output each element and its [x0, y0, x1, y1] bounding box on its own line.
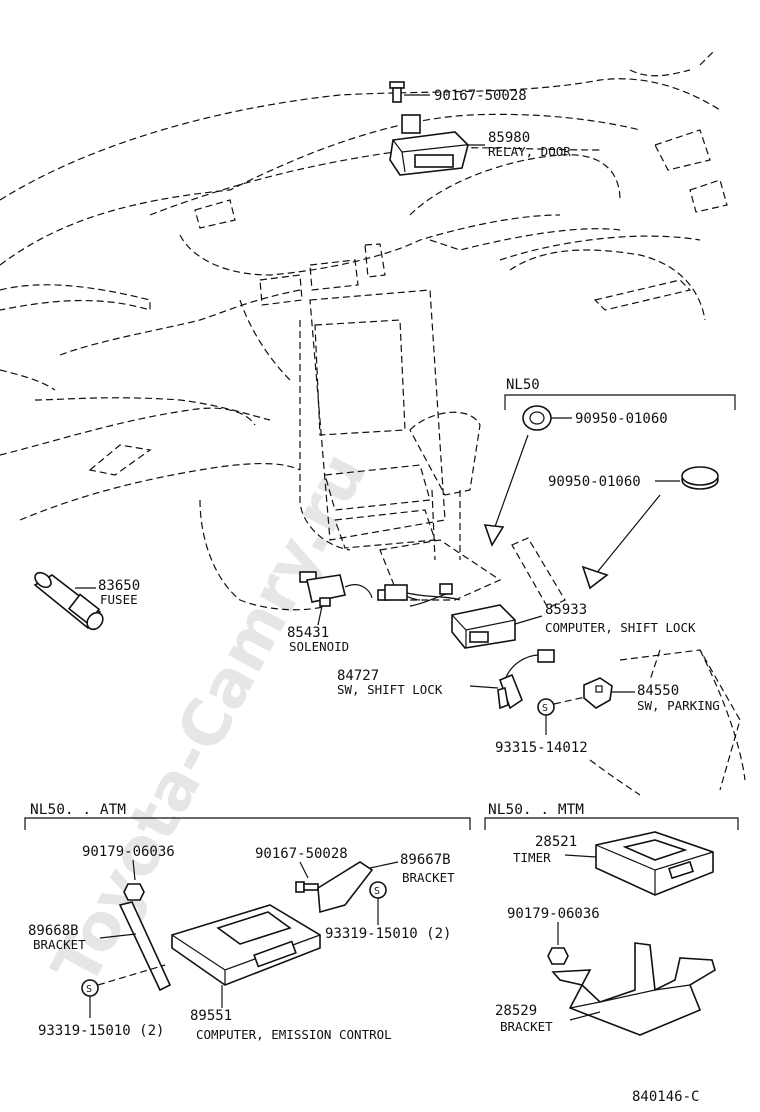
svg-text:S: S	[542, 703, 548, 714]
nl50-bracket-line	[504, 394, 736, 410]
part-number-89668b: 89668B	[28, 923, 79, 939]
part-number-90179-06036-mtm: 90179-06036	[507, 906, 600, 922]
part-number-84727: 84727	[337, 668, 379, 684]
leader-84727	[469, 685, 499, 689]
part-name-85980: RELAY, DOOR	[488, 144, 571, 159]
part-name-85431: SOLENOID	[289, 639, 349, 654]
nut-icon	[123, 883, 145, 901]
sw-shift-lock-part	[497, 649, 555, 710]
part-number-28521: 28521	[535, 834, 577, 850]
screw-icon: S	[81, 979, 99, 997]
leader-screw-dashed	[553, 696, 586, 705]
part-number-89551: 89551	[190, 1008, 232, 1024]
part-number-83650: 83650	[98, 578, 140, 594]
part-number-28529: 28529	[495, 1003, 537, 1019]
part-number-90167-50028-atm: 90167-50028	[255, 846, 348, 862]
leader-85933	[514, 615, 543, 625]
part-number-85980: 85980	[488, 130, 530, 146]
part-name-28529: BRACKET	[500, 1019, 553, 1034]
sw-parking-part	[583, 677, 613, 709]
arrowhead-icon	[483, 524, 505, 547]
part-number-90167-50028-top: 90167-50028	[434, 88, 527, 104]
grommet-icon-b	[681, 466, 719, 490]
leader-28521	[564, 854, 597, 858]
nut-icon	[547, 947, 569, 965]
timer-part	[595, 831, 714, 896]
bolt-icon	[389, 81, 405, 103]
grommet-icon-a	[522, 405, 552, 431]
section-nl50: NL50	[506, 377, 540, 393]
part-number-90950-01060-a: 90950-01060	[575, 411, 668, 427]
svg-text:S: S	[374, 886, 380, 897]
part-number-93319-15010-left: 93319-15010 (2)	[38, 1023, 164, 1039]
watermark: Toyota-Camry.ru	[39, 441, 382, 997]
wire-harness	[377, 583, 461, 607]
leader-90179-atm	[132, 859, 136, 881]
leader-85431	[317, 605, 323, 626]
bracket-28529-part	[551, 942, 716, 1036]
part-number-84550: 84550	[637, 683, 679, 699]
part-number-93319-15010-right: 93319-15010 (2)	[325, 926, 451, 942]
part-number-85933: 85933	[545, 602, 587, 618]
part-name-84727: SW, SHIFT LOCK	[337, 682, 443, 697]
part-name-89667b: BRACKET	[402, 870, 455, 885]
svg-text:S: S	[86, 984, 92, 995]
fusee-part	[33, 571, 104, 631]
part-name-85933: COMPUTER, SHIFT LOCK	[545, 620, 696, 635]
parking-rod-outline	[511, 537, 566, 609]
part-name-84550: SW, PARKING	[637, 698, 720, 713]
arrow-90950-b	[594, 494, 661, 576]
part-number-90950-01060-b: 90950-01060	[548, 474, 641, 490]
mtm-bracket-line	[484, 817, 739, 830]
part-number-89667b: 89667B	[400, 852, 451, 868]
part-name-89668b: BRACKET	[33, 937, 86, 952]
screw-icon: S	[369, 881, 387, 899]
leader-89667b	[369, 861, 399, 869]
relay-door-part	[389, 114, 469, 176]
leader-dashed	[97, 964, 166, 986]
bracket-89668b-part	[118, 901, 172, 992]
shift-lever-outline	[431, 489, 461, 561]
part-name-83650: FUSEE	[100, 592, 138, 607]
section-nl50-mtm: NL50. . MTM	[488, 802, 584, 818]
part-name-89551: COMPUTER, EMISSION CONTROL	[196, 1027, 392, 1042]
bracket-89667b-part	[317, 861, 374, 914]
part-number-90179-06036-atm: 90179-06036	[82, 844, 175, 860]
leader-28529	[569, 1011, 601, 1021]
shift-knob-outline	[409, 411, 481, 496]
leader-90167-atm	[299, 861, 309, 879]
bolt-icon	[295, 881, 319, 893]
solenoid-part	[299, 571, 373, 607]
part-number-93315-14012: 93315-14012	[495, 740, 588, 756]
screw-icon: S	[537, 698, 555, 716]
computer-shift-lock-part	[451, 604, 516, 649]
arrowhead-icon	[581, 565, 609, 590]
part-name-28521: TIMER	[513, 850, 551, 865]
diagram-code: 840146-C	[632, 1089, 699, 1105]
part-number-85431: 85431	[287, 625, 329, 641]
arrow-90950-a	[491, 434, 529, 536]
leader-89668b	[99, 933, 137, 939]
section-nl50-atm: NL50. . ATM	[30, 802, 126, 818]
atm-bracket-line	[24, 817, 471, 830]
computer-emission-control-part	[171, 904, 321, 986]
